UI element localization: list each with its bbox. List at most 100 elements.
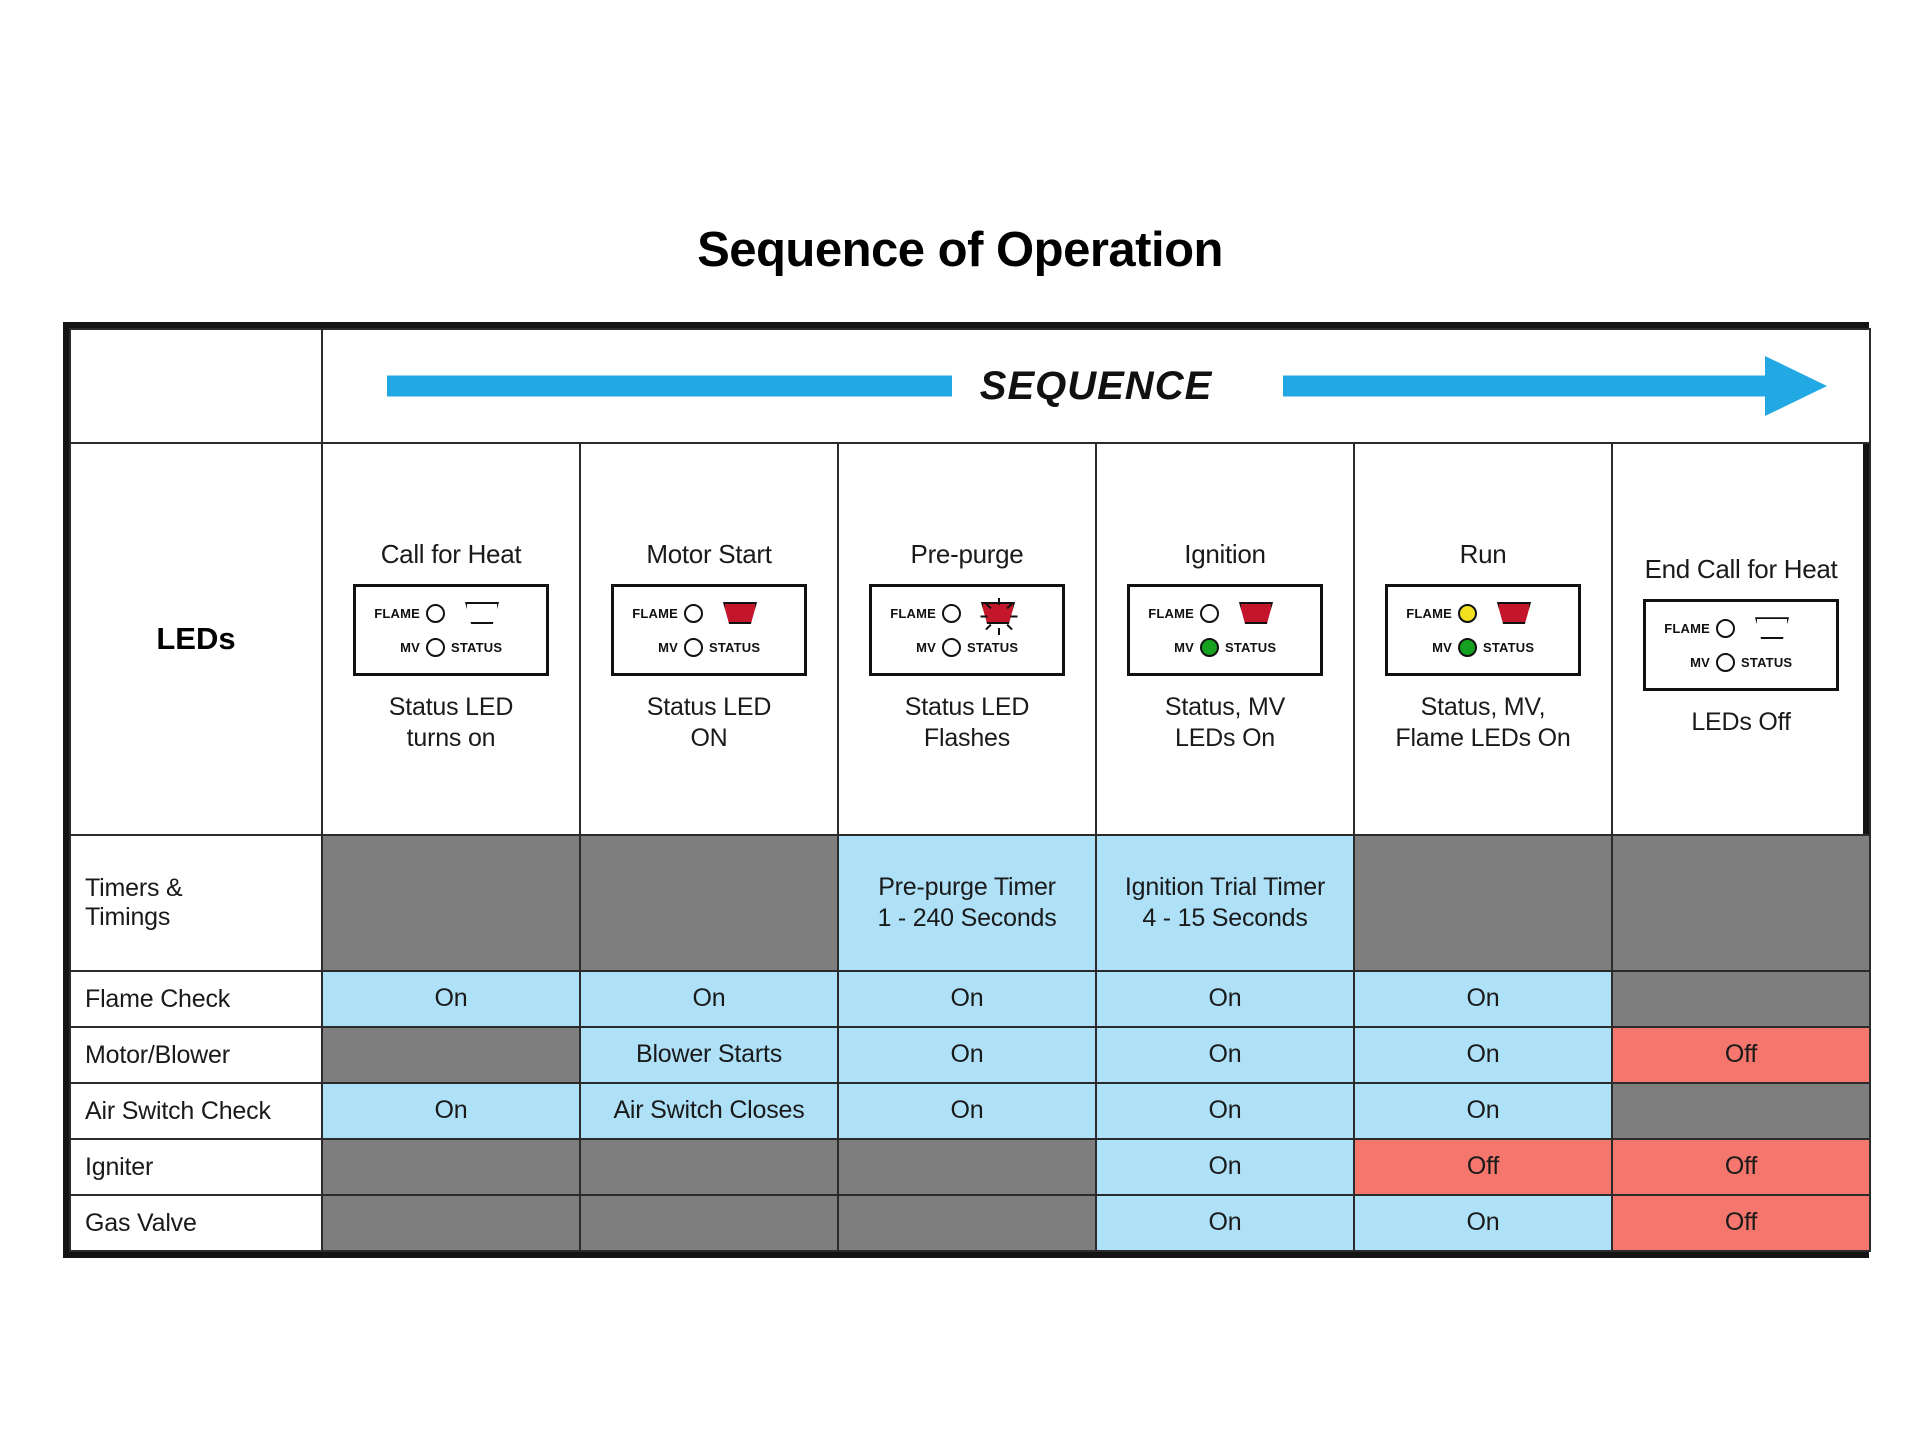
cell-text-line: 1 - 240 Seconds xyxy=(877,904,1057,932)
status-label: STATUS xyxy=(1225,639,1277,655)
phase-name-end-call-for-heat: End Call for Heat xyxy=(1644,554,1838,585)
status-led-slot xyxy=(1741,617,1803,640)
cell-air-switch-check-motor-start: Air Switch Closes xyxy=(579,1082,839,1140)
cell-motor-blower-pre-purge: On xyxy=(837,1026,1097,1084)
phase-name-call-for-heat: Call for Heat xyxy=(380,539,522,569)
led-panel-row-flame: FLAME xyxy=(1138,596,1312,630)
sequence-bar-left-icon xyxy=(387,375,952,397)
status-label: STATUS xyxy=(709,639,761,655)
status-led-trapezoid-icon xyxy=(981,602,1015,624)
mv-label: MV xyxy=(658,639,678,655)
page-title: Sequence of Operation xyxy=(697,223,1223,277)
cell-flame-check-end-call-for-heat xyxy=(1610,970,1872,1028)
row-label-line: Timings xyxy=(85,903,171,931)
row-label-line: Igniter xyxy=(85,1152,154,1181)
sequence-bar-right-icon xyxy=(1283,375,1773,397)
cell-gas-valve-run: On xyxy=(1353,1194,1613,1252)
cell-text-line: On xyxy=(434,1096,468,1125)
cell-flame-check-run: On xyxy=(1353,970,1613,1028)
status-led-trapezoid-icon xyxy=(723,602,757,624)
led-panel-row-flame: FLAME xyxy=(880,596,1054,635)
row-label-line: Motor/Blower xyxy=(85,1040,230,1069)
led-panel-row-mv: MV STATUS xyxy=(364,630,538,664)
led-panel-row-flame: FLAME xyxy=(1654,611,1828,645)
sequence-label: SEQUENCE xyxy=(961,363,1231,409)
phase-caption-line: Status LED xyxy=(646,693,772,721)
cell-motor-blower-end-call-for-heat: Off xyxy=(1610,1026,1872,1084)
row-label-air-switch-check: Air Switch Check xyxy=(69,1082,323,1140)
flame-led-indicator-icon xyxy=(1200,603,1219,623)
cell-igniter-pre-purge xyxy=(837,1138,1097,1196)
mv-label: MV xyxy=(916,639,936,655)
mv-label: MV xyxy=(400,639,420,655)
banner-corner-cell xyxy=(69,328,323,444)
mv-led-indicator-icon xyxy=(1458,637,1477,657)
phase-caption-line: Status, MV, xyxy=(1420,693,1546,721)
status-led-trapezoid-icon xyxy=(1497,602,1531,624)
cell-flame-check-pre-purge: On xyxy=(837,970,1097,1028)
flame-label: FLAME xyxy=(1406,605,1452,621)
cell-motor-blower-call-for-heat xyxy=(321,1026,581,1084)
table-row: Gas Valve On On Off xyxy=(69,1194,1872,1252)
cell-text-line: On xyxy=(1208,1208,1242,1237)
cell-text-line: On xyxy=(950,1096,984,1125)
row-label-line: Timers & xyxy=(85,874,183,902)
phase-caption-line: Flame LEDs On xyxy=(1395,723,1571,752)
cell-text-line: On xyxy=(950,1040,984,1069)
status-led-trapezoid-icon xyxy=(1239,602,1273,624)
phase-name-pre-purge: Pre-purge xyxy=(910,539,1024,569)
cell-text-line: Off xyxy=(1724,1208,1758,1237)
cell-gas-valve-call-for-heat xyxy=(321,1194,581,1252)
flame-led-indicator-icon xyxy=(1716,618,1736,638)
phase-caption-line: Status LED xyxy=(388,693,514,721)
cell-igniter-ignition: On xyxy=(1095,1138,1355,1196)
mv-led-indicator-icon xyxy=(1200,637,1219,657)
mv-label: MV xyxy=(1432,639,1452,655)
cell-text-line: Air Switch Closes xyxy=(613,1096,805,1125)
cell-text-line: On xyxy=(1466,984,1500,1013)
phase-name-ignition: Ignition xyxy=(1184,539,1266,569)
row-label-line: Flame Check xyxy=(85,984,231,1013)
mv-led-indicator-icon xyxy=(1716,652,1736,672)
led-panel-pre-purge: FLAME MV STATUS xyxy=(869,584,1065,676)
mv-led-indicator-icon xyxy=(684,637,703,657)
cell-text-line: 4 - 15 Seconds xyxy=(1142,904,1308,932)
mv-led-indicator-icon xyxy=(426,637,445,657)
cell-gas-valve-ignition: On xyxy=(1095,1194,1355,1252)
cell-text-line: On xyxy=(692,984,726,1013)
phase-name-motor-start: Motor Start xyxy=(646,539,772,569)
flame-led-indicator-icon xyxy=(1458,603,1477,623)
phase-caption-line: LEDs Off xyxy=(1691,708,1791,737)
row-label-motor-blower: Motor/Blower xyxy=(69,1026,323,1084)
cell-text-line: Blower Starts xyxy=(635,1040,783,1069)
status-label: STATUS xyxy=(967,639,1019,655)
status-label: STATUS xyxy=(1483,639,1535,655)
right-arrow-icon xyxy=(1765,356,1827,416)
row-label-gas-valve: Gas Valve xyxy=(69,1194,323,1252)
cell-text-line: On xyxy=(1208,1040,1242,1069)
cell-igniter-run: Off xyxy=(1353,1138,1613,1196)
cell-air-switch-check-end-call-for-heat xyxy=(1610,1082,1872,1140)
status-label: STATUS xyxy=(451,639,503,655)
phase-caption-line: LEDs On xyxy=(1174,723,1276,752)
cell-text-line: Off xyxy=(1466,1152,1500,1181)
status-led-slot xyxy=(451,602,513,624)
phase-caption-line: turns on xyxy=(406,723,496,752)
cell-flame-check-motor-start: On xyxy=(579,970,839,1028)
cell-text-line: Pre-purge Timer xyxy=(878,872,1056,901)
